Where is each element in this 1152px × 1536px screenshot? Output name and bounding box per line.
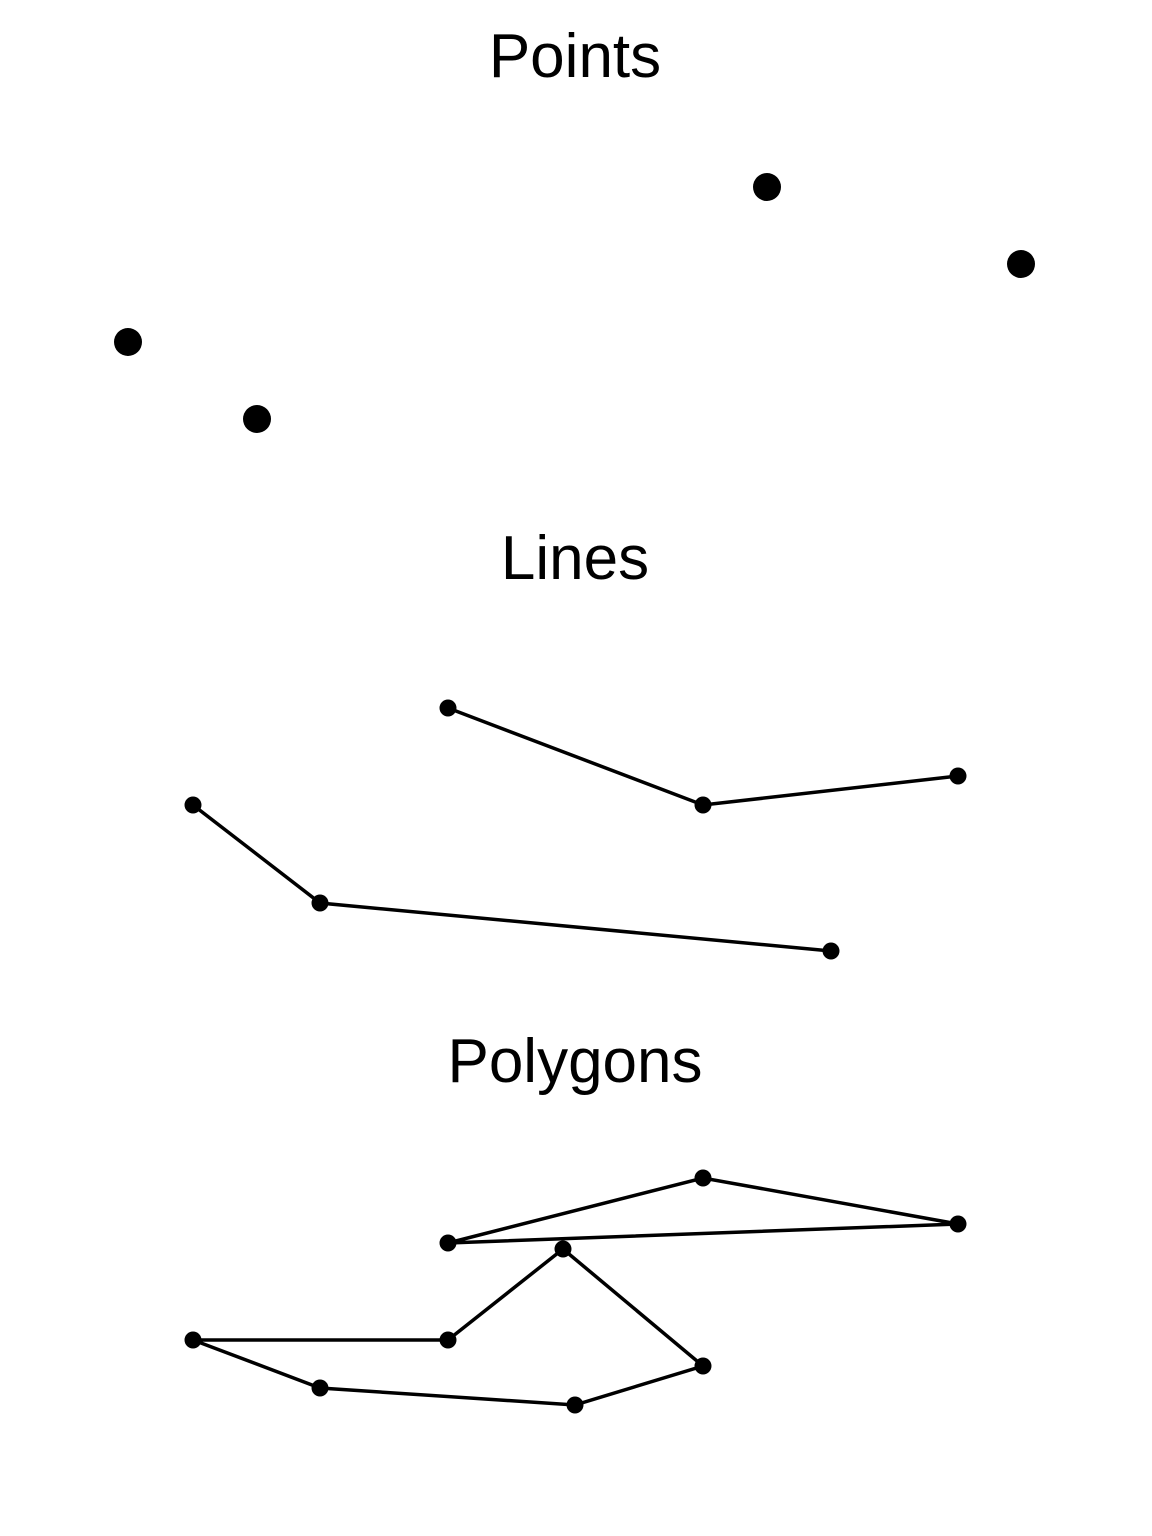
points-panel — [114, 173, 1035, 433]
point-marker — [114, 328, 142, 356]
point-marker — [243, 405, 271, 433]
polygon-vertex — [694, 1357, 712, 1375]
point-marker — [1007, 250, 1035, 278]
polygon-vertex — [439, 1331, 457, 1349]
polygons-title: Polygons — [447, 1027, 702, 1096]
polygon-vertex — [566, 1396, 584, 1414]
polygon-vertex — [949, 1215, 967, 1233]
points-title: Points — [489, 22, 661, 91]
line-vertex — [694, 796, 712, 814]
line-vertex — [439, 699, 457, 717]
line-vertex — [822, 942, 840, 960]
line-feature — [191, 803, 832, 953]
lines-title: Lines — [501, 524, 649, 593]
line-vertex — [949, 767, 967, 785]
point-marker — [753, 173, 781, 201]
line-vertex — [184, 796, 202, 814]
polygon-vertex — [694, 1169, 712, 1187]
polygon-vertex — [439, 1234, 457, 1252]
polygon-vertex — [554, 1240, 572, 1258]
polygon-feature — [447, 1176, 959, 1245]
polygons-panel — [184, 1169, 967, 1414]
polygon-vertex — [184, 1331, 202, 1349]
line-feature — [447, 706, 959, 807]
lines-panel — [184, 699, 967, 960]
polygon-feature — [192, 1246, 707, 1407]
line-vertex — [311, 894, 329, 912]
polygon-vertex — [311, 1379, 329, 1397]
